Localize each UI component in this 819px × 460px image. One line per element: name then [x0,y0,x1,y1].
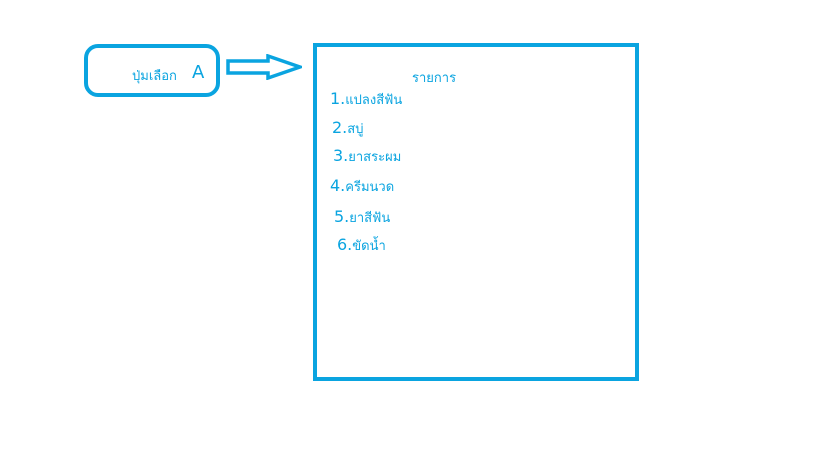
list-item-text: แปลงสีฟัน [345,93,403,108]
select-button-letter: A [192,62,205,83]
list-item-text: ยาสีฟัน [349,211,391,226]
item-list-panel: รายการ 1.แปลงสีฟัน 2.สบู่ 3.ยาสระผม 4.คร… [313,43,639,381]
list-item: 3.ยาสระผม [333,146,401,167]
list-item: 6.ขัดน้ำ [337,235,386,256]
list-title: รายการ [412,71,457,86]
list-item: 2.สบู่ [332,118,363,139]
list-item-text: สบู่ [347,122,364,137]
select-button-label: ปุ่มเลือก [132,69,177,84]
list-item-number: 4. [330,176,346,195]
arrow-right-icon [226,54,302,80]
list-item-number: 6. [337,235,353,254]
select-button-a[interactable]: ปุ่มเลือก A [84,44,220,97]
list-item-number: 1. [330,89,346,108]
list-item-number: 3. [333,146,349,165]
list-item: 5.ยาสีฟัน [334,207,390,228]
list-item: 1.แปลงสีฟัน [330,89,402,110]
list-item-text: ยาสระผม [348,150,402,165]
list-item-text: ครีมนวด [345,180,395,195]
list-item: 4.ครีมนวด [330,176,394,197]
list-item-number: 5. [334,207,350,226]
list-item-number: 2. [332,118,348,137]
list-item-text: ขัดน้ำ [352,239,386,254]
